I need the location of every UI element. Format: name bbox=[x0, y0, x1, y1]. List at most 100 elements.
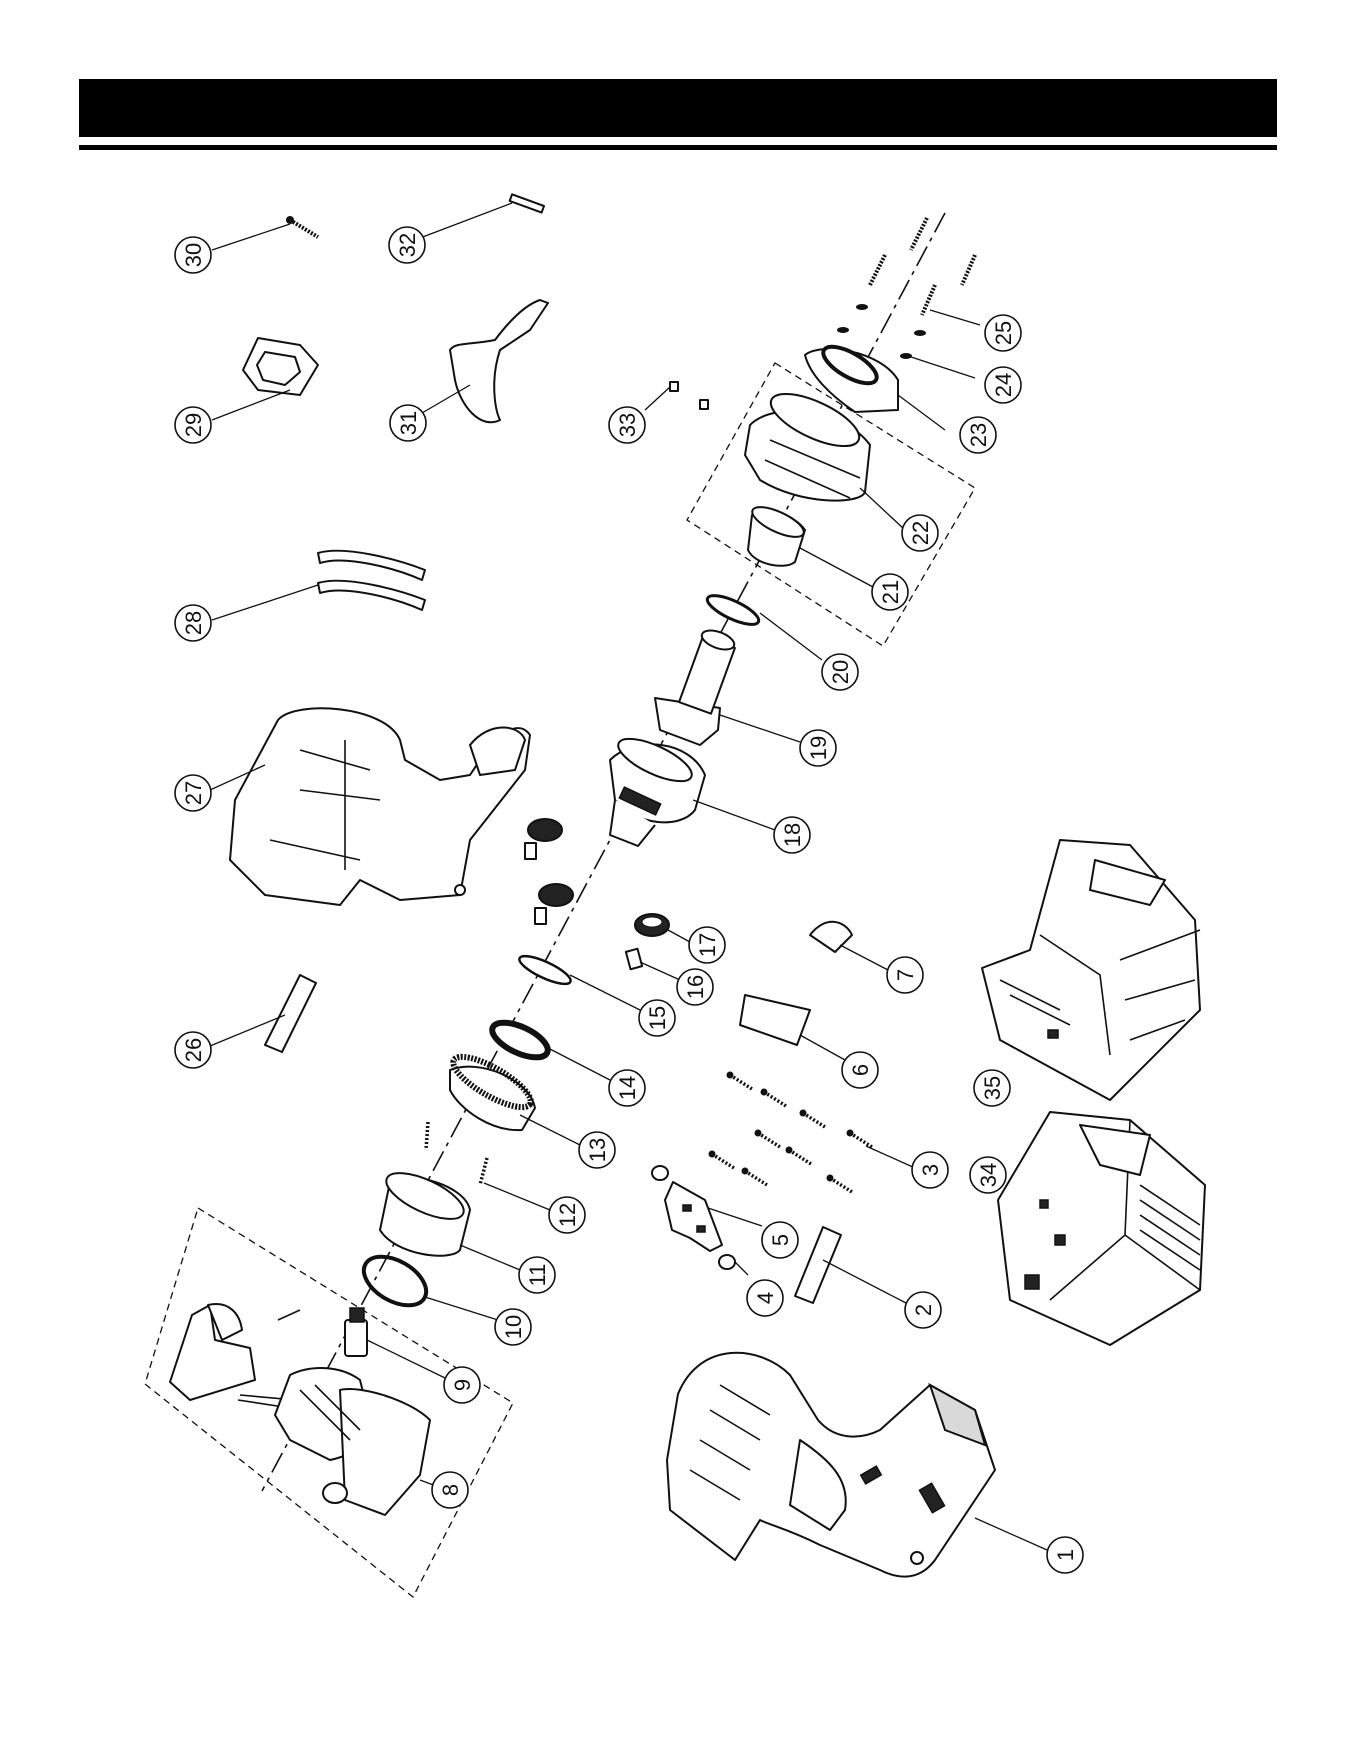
callout-31: 31 bbox=[390, 405, 426, 441]
callout-7-label: 7 bbox=[893, 969, 918, 981]
part-2-label bbox=[795, 1227, 841, 1303]
callout-10-label: 10 bbox=[501, 1315, 526, 1339]
part-15-thin-washer bbox=[516, 951, 574, 989]
callout-34-label: 34 bbox=[976, 1163, 1001, 1187]
part-25-screws bbox=[870, 218, 975, 315]
callout-4-label: 4 bbox=[753, 1292, 778, 1304]
callout-25-label: 25 bbox=[991, 321, 1016, 345]
part-11-gear-housing bbox=[380, 1164, 470, 1256]
callout-1: 1 bbox=[1047, 1537, 1083, 1573]
callout-19: 19 bbox=[800, 730, 836, 766]
callout-12-label: 12 bbox=[555, 1203, 580, 1227]
callout-13: 13 bbox=[579, 1132, 615, 1168]
callout-35: 35 bbox=[974, 1070, 1010, 1106]
callout-25: 25 bbox=[985, 315, 1021, 351]
callout-23-label: 23 bbox=[966, 423, 991, 447]
callout-4: 4 bbox=[747, 1280, 783, 1316]
callout-23: 23 bbox=[960, 417, 996, 453]
part-17-planet-gear bbox=[635, 914, 669, 936]
callout-2-label: 2 bbox=[911, 1304, 936, 1316]
callout-15: 15 bbox=[639, 1000, 675, 1036]
callout-22: 22 bbox=[902, 515, 938, 551]
callout-8: 8 bbox=[432, 1472, 468, 1508]
callout-27: 27 bbox=[175, 775, 211, 811]
callout-8-label: 8 bbox=[438, 1484, 463, 1496]
callout-11-label: 11 bbox=[525, 1264, 550, 1287]
part-27-half-housing bbox=[230, 708, 530, 905]
callout-6-label: 6 bbox=[848, 1064, 873, 1076]
part-21-bushing bbox=[748, 501, 808, 566]
callout-21-label: 21 bbox=[878, 580, 903, 604]
callout-9: 9 bbox=[444, 1367, 480, 1403]
callout-6: 6 bbox=[842, 1052, 878, 1088]
callout-34: 34 bbox=[970, 1157, 1006, 1193]
part-29-clip bbox=[243, 338, 318, 395]
callout-12: 12 bbox=[549, 1197, 585, 1233]
callout-26: 26 bbox=[175, 1032, 211, 1068]
callout-3-label: 3 bbox=[918, 1164, 943, 1176]
part-28-strips bbox=[318, 551, 425, 610]
callout-9-label: 9 bbox=[450, 1379, 475, 1391]
callout-33-label: 33 bbox=[615, 413, 640, 437]
part-8-motor-assembly bbox=[170, 1304, 430, 1515]
callout-7: 7 bbox=[887, 957, 923, 993]
callout-24-label: 24 bbox=[991, 373, 1016, 397]
callout-14: 14 bbox=[609, 1070, 645, 1106]
callout-5-label: 5 bbox=[768, 1234, 793, 1246]
callout-13-label: 13 bbox=[585, 1138, 610, 1162]
part-9-pinion bbox=[345, 1308, 367, 1356]
callout-32-label: 32 bbox=[395, 233, 420, 257]
part-16-pin bbox=[626, 949, 642, 969]
callout-30-label: 30 bbox=[181, 243, 206, 267]
part-30-screw bbox=[290, 220, 318, 237]
part-20-washer bbox=[704, 590, 762, 630]
callout-35-label: 35 bbox=[980, 1076, 1005, 1100]
planet-gears-set bbox=[525, 819, 573, 924]
callout-10: 10 bbox=[495, 1309, 531, 1345]
callout-14-label: 14 bbox=[615, 1076, 640, 1100]
part-31-belt-hook bbox=[450, 300, 548, 422]
callout-22-label: 22 bbox=[908, 521, 933, 545]
callout-28: 28 bbox=[175, 605, 211, 641]
callout-3: 3 bbox=[912, 1152, 948, 1188]
callout-5: 5 bbox=[762, 1222, 798, 1258]
callout-32: 32 bbox=[389, 227, 425, 263]
callout-1-label: 1 bbox=[1053, 1549, 1078, 1561]
part-30-screw-head bbox=[286, 216, 294, 224]
callout-20: 20 bbox=[822, 654, 858, 690]
part-19-spindle bbox=[655, 627, 737, 745]
part-5-bracket bbox=[665, 1182, 722, 1251]
callout-16: 16 bbox=[677, 969, 713, 1005]
callout-15-label: 15 bbox=[645, 1006, 670, 1030]
part-35-charger bbox=[982, 840, 1200, 1100]
part-18-clutch-carrier bbox=[610, 730, 705, 846]
callout-30: 30 bbox=[175, 237, 211, 273]
callout-11: 11 bbox=[519, 1257, 555, 1293]
callout-16-label: 16 bbox=[683, 975, 708, 999]
part-14-washer bbox=[487, 1016, 552, 1065]
callout-20-label: 20 bbox=[828, 660, 853, 684]
callout-2: 2 bbox=[905, 1292, 941, 1328]
callout-31-label: 31 bbox=[396, 411, 421, 435]
callout-18-label: 18 bbox=[780, 823, 805, 847]
callout-28-label: 28 bbox=[181, 611, 206, 635]
callout-18: 18 bbox=[774, 817, 810, 853]
part-26-label bbox=[265, 975, 316, 1052]
callout-29-label: 29 bbox=[181, 413, 206, 437]
part-6-clip bbox=[740, 995, 810, 1045]
callout-17: 17 bbox=[689, 927, 725, 963]
callout-27-label: 27 bbox=[181, 781, 206, 805]
callout-19-label: 19 bbox=[806, 736, 831, 760]
callout-17-label: 17 bbox=[695, 933, 720, 957]
callout-29: 29 bbox=[175, 407, 211, 443]
part-1-drill-body bbox=[667, 1353, 995, 1577]
callout-26-label: 26 bbox=[181, 1038, 206, 1062]
part-10-oring bbox=[356, 1247, 435, 1316]
part-33-pins bbox=[670, 382, 708, 409]
callout-24: 24 bbox=[985, 367, 1021, 403]
part-32-pin bbox=[510, 194, 544, 212]
callout-21: 21 bbox=[872, 574, 908, 610]
callout-33: 33 bbox=[609, 407, 645, 443]
part-34-battery bbox=[998, 1112, 1205, 1345]
